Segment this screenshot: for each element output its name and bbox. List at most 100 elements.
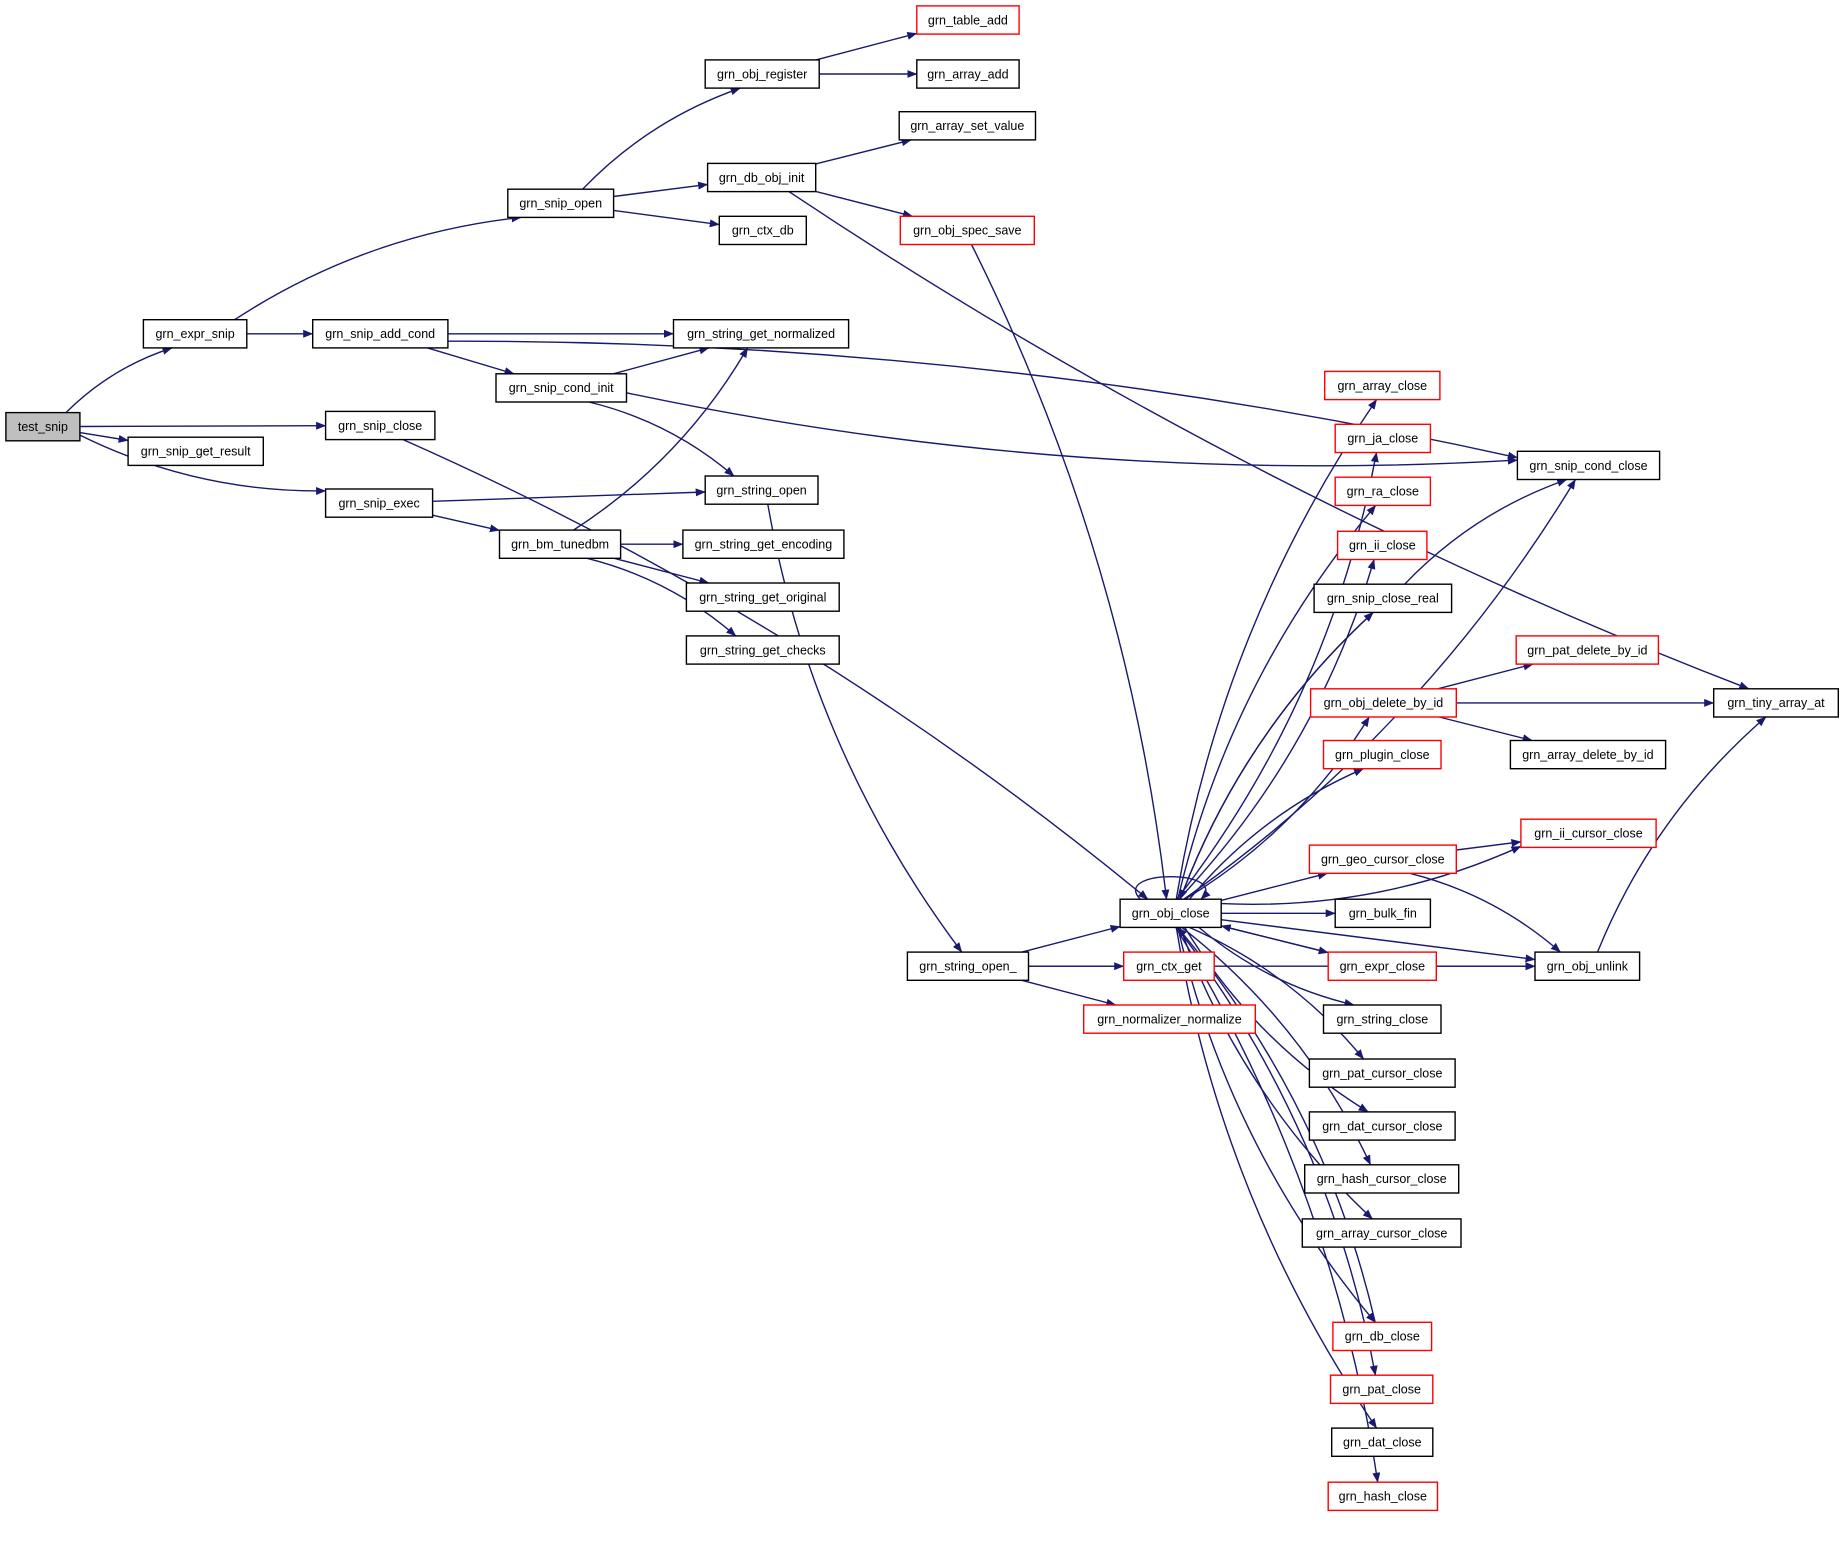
node-grn-ctx-db[interactable]: grn_ctx_db (718, 215, 807, 246)
node-box (324, 410, 436, 441)
node-box (498, 529, 622, 559)
node-box (1327, 951, 1437, 981)
node-box (899, 215, 1035, 246)
node-box (1322, 739, 1442, 770)
node-box (142, 319, 248, 349)
node-grn-string-get-normalized[interactable]: grn_string_get_normalized (672, 319, 850, 349)
node-grn-string-get-checks[interactable]: grn_string_get_checks (685, 635, 840, 665)
node-label: grn_array_set_value (910, 119, 1024, 133)
node-label: grn_table_add (928, 13, 1008, 27)
node-grn-table-add[interactable]: grn_table_add (916, 5, 1020, 35)
node-grn-tiny-array-at[interactable]: grn_tiny_array_at (1712, 688, 1839, 718)
node-box (1334, 898, 1432, 929)
edge-grn-db-obj-init-to-grn-array-set-value (815, 138, 912, 165)
node-grn-ii-cursor-close[interactable]: grn_ii_cursor_close (1520, 818, 1657, 849)
node-grn-string-close[interactable]: grn_string_close (1322, 1004, 1442, 1034)
node-grn-snip-exec[interactable]: grn_snip_exec (324, 488, 434, 518)
node-box (1534, 951, 1641, 981)
edge-grn-snip-open-to-grn-db-obj-init (613, 181, 709, 198)
node-label: grn_string_get_encoding (695, 537, 833, 551)
node-grn-dat-close[interactable]: grn_dat_close (1330, 1427, 1434, 1457)
node-grn-snip-open[interactable]: grn_snip_open (507, 188, 615, 219)
edge-grn-expr-snip-to-grn-snip-open (234, 214, 522, 321)
node-grn-obj-close[interactable]: grn_obj_close (1119, 898, 1222, 929)
node-label: grn_snip_close_real (1327, 592, 1439, 606)
node-grn-pat-delete-by-id[interactable]: grn_pat_delete_by_id (1515, 635, 1660, 665)
node-box (1334, 476, 1432, 507)
nodes: test_snip grn_expr_snip grn_snip_get_resul… (5, 5, 1839, 1512)
node-grn-obj-delete-by-id[interactable]: grn_obj_delete_by_id (1309, 688, 1457, 718)
node-grn-array-delete-by-id[interactable]: grn_array_delete_by_id (1509, 739, 1667, 770)
edge-grn-bm-tunedbm-to-grn-string-get-checks (586, 557, 737, 637)
node-grn-array-set-value[interactable]: grn_array_set_value (898, 110, 1037, 141)
node-grn-ja-close[interactable]: grn_ja_close (1334, 423, 1432, 454)
node-grn-string-open[interactable]: grn_string_open (704, 475, 819, 505)
node-box (5, 411, 81, 442)
node-grn-array-add[interactable]: grn_array_add (916, 59, 1020, 89)
node-grn-array-cursor-close[interactable]: grn_array_cursor_close (1301, 1218, 1462, 1248)
edge-grn-snip-cond-init-to-grn-string-get-normalized (613, 346, 710, 375)
node-grn-string-get-original[interactable]: grn_string_get_original (685, 582, 840, 612)
node-grn-ra-close[interactable]: grn_ra_close (1334, 476, 1432, 507)
node-box (1330, 1427, 1434, 1457)
node-grn-expr-close[interactable]: grn_expr_close (1327, 951, 1437, 981)
node-label: grn_array_cursor_close (1316, 1226, 1447, 1240)
edge-grn-geo-cursor-close-to-grn-ii-cursor-close (1456, 839, 1522, 851)
node-box (1520, 818, 1657, 849)
edge-grn-obj-close-to-grn-plugin-close (1188, 768, 1364, 900)
node-label: grn_snip_exec (338, 496, 419, 510)
node-label: grn_snip_cond_close (1529, 459, 1647, 473)
node-grn-bm-tunedbm[interactable]: grn_bm_tunedbm (498, 529, 622, 559)
node-grn-ii-close[interactable]: grn_ii_close (1336, 530, 1428, 561)
node-grn-hash-close[interactable]: grn_hash_close (1327, 1481, 1439, 1512)
node-box (1309, 688, 1457, 718)
node-label: grn_ra_close (1347, 485, 1419, 499)
node-grn-string-open-[interactable]: grn_string_open_ (906, 951, 1030, 981)
node-grn-snip-add-cond[interactable]: grn_snip_add_cond (312, 319, 449, 349)
node-grn-ctx-get[interactable]: grn_ctx_get (1122, 951, 1215, 981)
node-grn-obj-spec-save[interactable]: grn_obj_spec_save (899, 215, 1035, 246)
node-box (916, 5, 1020, 35)
node-box (1712, 688, 1839, 718)
node-grn-string-get-encoding[interactable]: grn_string_get_encoding (682, 529, 845, 559)
edge-grn-obj-delete-by-id-to-grn-array-delete-by-id (1439, 716, 1533, 743)
edge-grn-db-close-to-grn-obj-close (1177, 926, 1376, 1323)
node-label: grn_obj_spec_save (913, 224, 1021, 238)
node-grn-hash-cursor-close[interactable]: grn_hash_cursor_close (1303, 1164, 1460, 1194)
edge-grn-db-obj-init-to-grn-tiny-array-at (788, 191, 1750, 690)
node-grn-pat-cursor-close[interactable]: grn_pat_cursor_close (1308, 1058, 1456, 1088)
node-test-snip[interactable]: test_snip (5, 411, 81, 442)
edge-grn-bm-tunedbm-to-grn-string-get-original (613, 557, 710, 585)
node-label: grn_obj_register (717, 67, 807, 81)
node-grn-plugin-close[interactable]: grn_plugin_close (1322, 739, 1442, 770)
node-label: grn_pat_close (1342, 1383, 1421, 1397)
node-grn-snip-cond-close[interactable]: grn_snip_cond_close (1516, 450, 1661, 481)
node-box (324, 488, 434, 518)
edge-grn-obj-close-to-grn-pat-cursor-close (1189, 926, 1365, 1060)
node-grn-obj-unlink[interactable]: grn_obj_unlink (1534, 951, 1641, 981)
edge-grn-obj-close-to-grn-obj-unlink (1221, 919, 1536, 963)
node-box (682, 529, 845, 559)
node-label: grn_expr_close (1340, 959, 1426, 973)
node-grn-snip-cond-init[interactable]: grn_snip_cond_init (495, 373, 628, 403)
node-grn-bulk-fin[interactable]: grn_bulk_fin (1334, 898, 1432, 929)
node-grn-snip-close[interactable]: grn_snip_close (324, 410, 436, 441)
node-grn-dat-cursor-close[interactable]: grn_dat_cursor_close (1308, 1111, 1456, 1141)
node-box (1322, 1004, 1442, 1034)
node-grn-expr-snip[interactable]: grn_expr_snip (142, 319, 248, 349)
node-grn-geo-cursor-close[interactable]: grn_geo_cursor_close (1308, 844, 1458, 874)
node-label: grn_dat_cursor_close (1322, 1119, 1442, 1133)
node-grn-obj-register[interactable]: grn_obj_register (704, 59, 820, 89)
node-grn-snip-get-result[interactable]: grn_snip_get_result (127, 436, 265, 467)
node-grn-db-obj-init[interactable]: grn_db_obj_init (706, 162, 817, 193)
node-grn-array-close[interactable]: grn_array_close (1323, 370, 1441, 401)
node-box (1329, 1374, 1434, 1405)
node-label: grn_hash_cursor_close (1317, 1172, 1447, 1186)
edge-grn-obj-register-to-grn-table-add (815, 31, 918, 61)
node-label: grn_array_add (927, 67, 1008, 81)
node-label: grn_expr_snip (155, 327, 234, 341)
node-grn-normalizer-normalize[interactable]: grn_normalizer_normalize (1082, 1004, 1256, 1034)
node-grn-pat-close[interactable]: grn_pat_close (1329, 1374, 1434, 1405)
node-grn-db-close[interactable]: grn_db_close (1332, 1321, 1433, 1352)
node-grn-snip-close-real[interactable]: grn_snip_close_real (1313, 583, 1453, 614)
